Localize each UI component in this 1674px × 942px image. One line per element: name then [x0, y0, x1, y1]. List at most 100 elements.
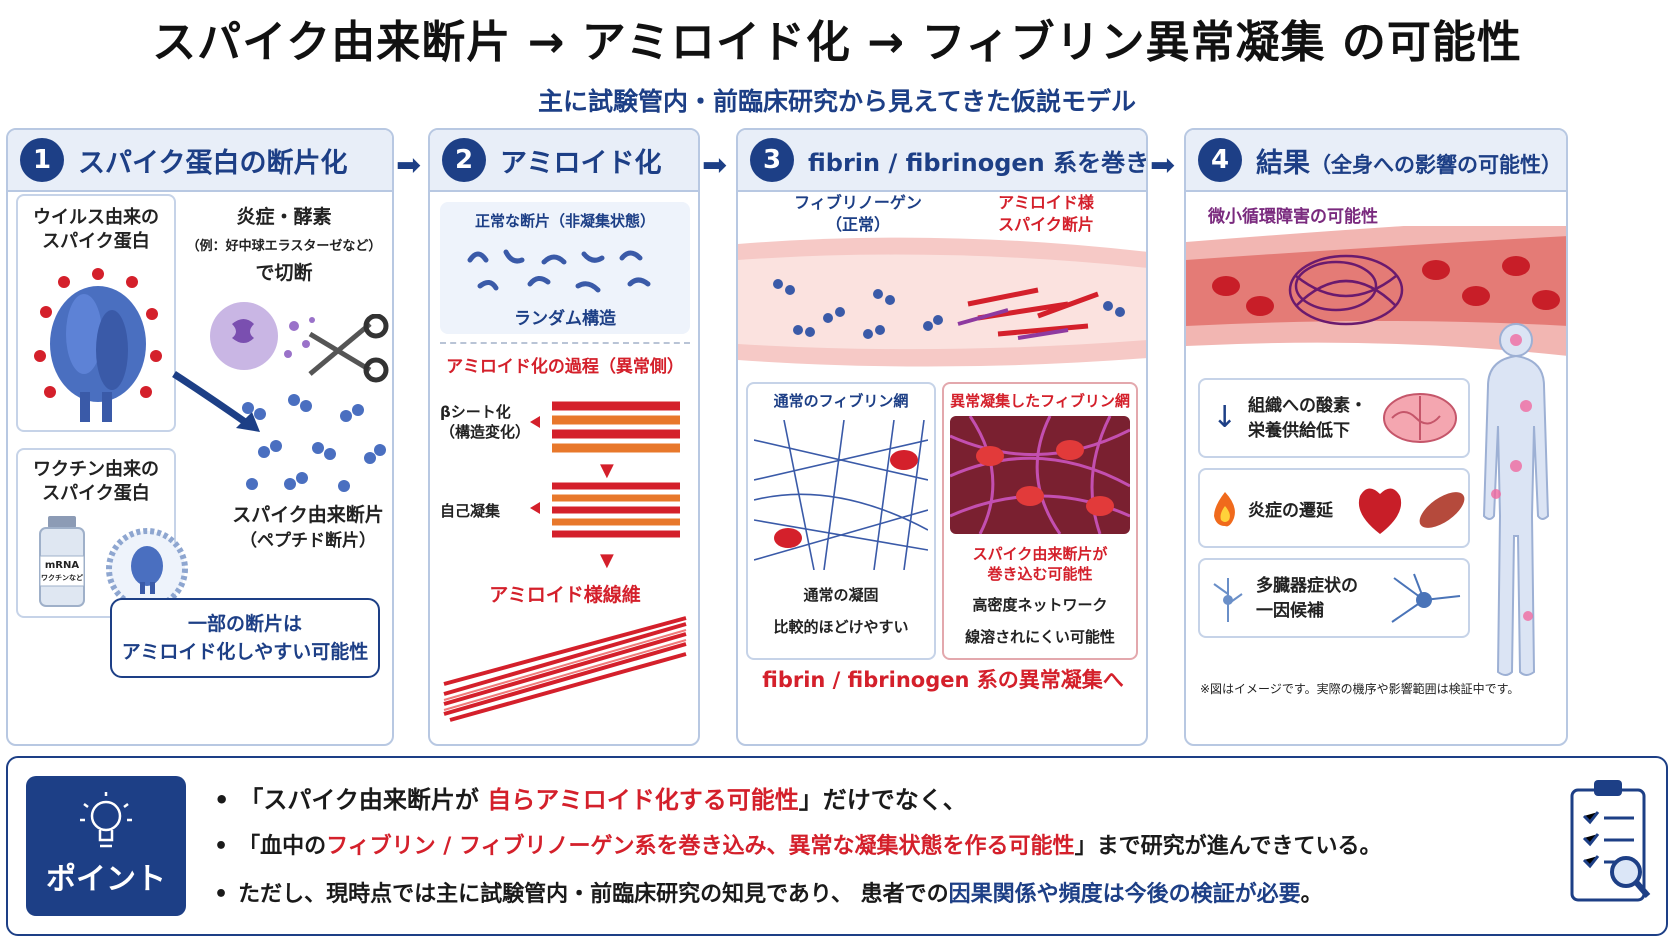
divider — [440, 342, 690, 344]
callout-bubble: 一部の断片は アミロイド化しやすい可能性 — [110, 598, 380, 678]
virus-spike-label-1: ウイルス由来の — [33, 207, 159, 228]
normal-fragment-box: 正常な断片（非凝集状態） ランダム構造 — [440, 202, 690, 334]
vessel-clot-icon — [1186, 226, 1566, 356]
vaccine-vial-icon — [39, 516, 85, 607]
vaccine-spike-label-1: ワクチン由来の — [33, 459, 159, 480]
panel-4-title-main: 結果 — [1256, 147, 1310, 179]
effect-multiorgan-line-1: 多臓器症状の — [1256, 576, 1358, 596]
random-structure-label: ランダム構造 — [514, 309, 616, 329]
self-aggregation-label: 自己凝集 — [440, 502, 501, 520]
neutrophil-icon — [210, 302, 315, 370]
vial-label-1: mRNA — [44, 560, 80, 571]
beta-sheet-line-2: （構造変化） — [440, 423, 531, 441]
flow-arrow-3: ➡ — [1150, 148, 1176, 183]
panel-1-header: 1 スパイク蛋白の断片化 — [8, 130, 392, 192]
normal-fibrin-box: 通常のフィブリン網 通常の凝固 比較的ほどけやすい — [746, 382, 936, 660]
spike-protein-icon — [34, 268, 162, 422]
bullet-1: •「スパイク由来断片が 自らアミロイド化する可能性」だけでなく、 — [214, 786, 967, 814]
blood-vessel-icon — [738, 237, 1146, 367]
abnormal-line-2: 巻き込む可能性 — [987, 565, 1093, 583]
abnormal-fibrin-title: 異常凝集したフィブリン網 — [950, 392, 1130, 410]
bullet-1-b: 自らアミロイド化する可能性 — [487, 786, 799, 814]
normal-fibrin-title: 通常のフィブリン網 — [773, 392, 909, 410]
fragment-label: スパイク由来断片 （ペプチド断片） — [220, 502, 392, 554]
effect-inflammation-text: 炎症の遷延 — [1248, 501, 1333, 521]
abnormal-caption: スパイク由来断片が 巻き込む可能性 — [944, 544, 1136, 584]
bullet-2-b: フィブリン / フィブリノーゲン系を巻き込み、異常な凝集状態を作る可能性 — [326, 834, 1075, 859]
brain-icon — [1383, 393, 1457, 443]
normal-fibrin-net-icon — [754, 420, 928, 570]
flow-arrow-2: ➡ — [702, 148, 728, 183]
effect-oxygen-text: 組織への酸素・ 栄養供給低下 — [1248, 394, 1367, 444]
amyloid-fiber-icon — [443, 616, 687, 722]
panel-3: 3 fibrin / fibrinogen 系を巻き込む フィブリノーゲン （正… — [736, 128, 1148, 746]
fibrinogen-label: フィブリノーゲン （正常） — [768, 192, 948, 236]
vial-label-2: ワクチンなど — [41, 574, 83, 582]
step-number-2: 2 — [442, 138, 486, 182]
bullet-2-a: 「血中の — [238, 834, 327, 859]
effect-oxygen-box: ↓ 組織への酸素・ 栄養供給低下 — [1198, 378, 1470, 458]
scissors-icon — [308, 314, 389, 383]
amyloid-spike-line-1: アミロイド様 — [998, 193, 1094, 212]
callout-line-2: アミロイド化しやすい可能性 — [121, 641, 369, 663]
panel-4-header: 4 結果（全身への影響の可能性） — [1186, 130, 1566, 192]
page-title: スパイク由来断片 → アミロイド化 → フィブリン異常凝集 の可能性 — [152, 17, 1522, 68]
bullet-1-c: 」だけでなく、 — [798, 786, 967, 814]
dense-network: 高密度ネットワーク — [972, 596, 1108, 614]
process-title: アミロイド化の過程（異常側） — [446, 357, 684, 377]
normal-untangle: 比較的ほどけやすい — [773, 618, 909, 636]
panel-2: 2 アミロイド化 正常な断片（非凝集状態） ランダム構造 アミロイド化の過程（異… — [428, 128, 700, 746]
effect-multiorgan-text: 多臓器症状の 一因候補 — [1256, 574, 1358, 624]
bullet-3: •ただし、現時点では主に試験管内・前臨床研究の知見であり、 患者での因果関係や頻… — [214, 882, 1323, 907]
panel-4-title: 結果（全身への影響の可能性） — [1256, 141, 1562, 180]
step-number-3: 3 — [750, 138, 794, 182]
point-label: ポイント — [46, 862, 166, 897]
amyloid-spike-line-2: スパイク断片 — [998, 215, 1094, 234]
effect-multiorgan-line-2: 一因候補 — [1256, 601, 1324, 621]
fragment-label-1: スパイク由来断片 — [232, 504, 384, 526]
lightbulb-icon — [80, 792, 132, 848]
microcirculation-label: 微小循環障害の可能性 — [1208, 207, 1378, 227]
callout-line-1: 一部の断片は — [187, 613, 302, 635]
effect-oxygen-line-1: 組織への酸素・ — [1248, 396, 1367, 416]
vaccine-spike-label-2: スパイク蛋白 — [42, 483, 150, 504]
panel-1: 1 スパイク蛋白の断片化 ウイルス由来の スパイク蛋白 炎症・酵素 （例：好中球… — [6, 128, 394, 746]
fragment-label-2: （ペプチド断片） — [240, 531, 376, 551]
bullet-1-a: 「スパイク由来断片が — [239, 786, 488, 814]
panel-3-title: fibrin / fibrinogen 系を巻き込む — [808, 148, 1148, 177]
down-arrow-icon: ↓ — [1212, 400, 1238, 435]
panel-4-title-sub: （全身への影響の可能性） — [1310, 152, 1562, 177]
panel-2-title: アミロイド化 — [500, 147, 662, 179]
point-box: ポイント •「スパイク由来断片が 自らアミロイド化する可能性」だけでなく、 •「… — [6, 756, 1668, 936]
abnormal-fibrin-net-icon — [950, 416, 1130, 534]
fibrinolysis-resistant: 線溶されにくい可能性 — [965, 628, 1115, 646]
panel-3-footer: fibrin / fibrinogen 系の異常凝集へ — [762, 668, 1124, 692]
disclaimer-note: ※図はイメージです。実際の機序や影響範囲は検証中です。 — [1200, 682, 1520, 696]
amyloid-fiber-label: アミロイド様線維 — [489, 584, 641, 606]
down-arrow-1: ▼ — [600, 460, 614, 481]
abnormal-fibrin-box: 異常凝集したフィブリン網 スパイク由来断片が 巻き込む可能性 高密度ネットワーク… — [942, 382, 1138, 660]
cleavage-line-3: で切断 — [255, 262, 313, 284]
virus-spike-box: ウイルス由来の スパイク蛋白 — [16, 194, 176, 432]
panel-4: 4 結果（全身への影響の可能性） 微小循環障害の可能性 ↓ 組織への酸素・ 栄養… — [1184, 128, 1568, 746]
beta-sheet-line-1: βシート化 — [440, 403, 511, 421]
aggregation-icon — [530, 482, 680, 538]
fibrinogen-line-2: （正常） — [825, 215, 890, 234]
random-coil-icon — [467, 249, 651, 293]
normal-coag: 通常の凝固 — [803, 586, 879, 604]
fibrinogen-line-1: フィブリノーゲン — [794, 193, 922, 212]
bullet-2-c: 」まで研究が進んできている。 — [1074, 834, 1382, 859]
cleavage-line-1: 炎症・酵素 — [236, 206, 332, 228]
panel-1-title: スパイク蛋白の断片化 — [78, 147, 348, 179]
human-body-icon — [1482, 323, 1550, 676]
effect-oxygen-line-2: 栄養供給低下 — [1248, 421, 1350, 441]
effect-inflammation-box: 炎症の遷延 — [1198, 468, 1470, 548]
beta-sheet-label: βシート化 （構造変化） — [440, 402, 530, 442]
step-number-1: 1 — [20, 138, 64, 182]
clipboard-magnifier-icon — [1570, 780, 1651, 902]
panel-3-header: 3 fibrin / fibrinogen 系を巻き込む — [738, 130, 1146, 192]
vial-label: mRNA ワクチンなど — [38, 560, 86, 584]
beta-sheet-icon — [530, 401, 680, 453]
down-arrow-2: ▼ — [600, 550, 614, 571]
point-badge: ポイント — [26, 776, 186, 916]
